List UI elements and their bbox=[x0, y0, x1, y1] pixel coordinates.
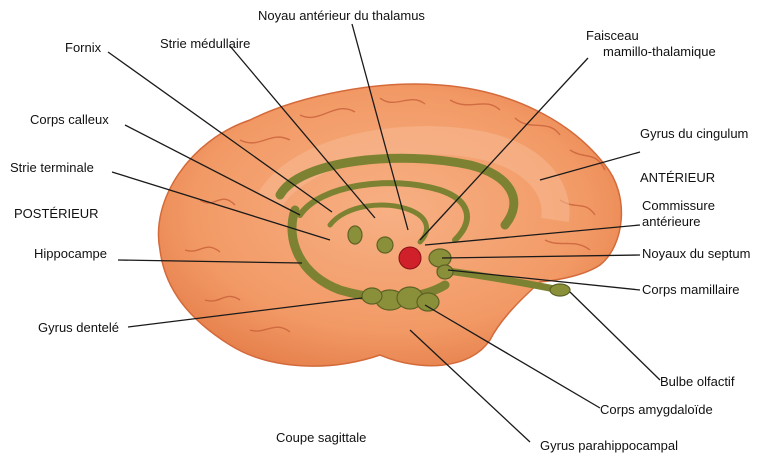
label-bulbe-olfactif: Bulbe olfactif bbox=[660, 374, 734, 389]
label-commissure-line2: antérieure bbox=[642, 214, 701, 229]
label-corps-amygdaloide: Corps amygdaloïde bbox=[600, 402, 713, 417]
label-faisceau-line1: Faisceau bbox=[586, 28, 639, 43]
label-gyrus-parahippocampal: Gyrus parahippocampal bbox=[540, 438, 678, 453]
label-gyrus-cingulum: Gyrus du cingulum bbox=[640, 126, 748, 141]
label-corps-calleux: Corps calleux bbox=[30, 112, 109, 127]
label-anterieur: ANTÉRIEUR bbox=[640, 170, 715, 185]
cortex-hemisphere bbox=[158, 84, 621, 366]
label-faisceau-line2: mamillo-thalamique bbox=[603, 44, 716, 59]
label-posterieur: POSTÉRIEUR bbox=[14, 206, 99, 221]
label-corps-mamillaire: Corps mamillaire bbox=[642, 282, 740, 297]
label-noyaux-septum: Noyaux du septum bbox=[642, 246, 750, 261]
label-strie-terminale: Strie terminale bbox=[10, 160, 94, 175]
label-strie-medullaire: Strie médullaire bbox=[160, 36, 250, 51]
anterior-thalamic-nucleus bbox=[399, 247, 421, 269]
label-commissure-line1: Commissure bbox=[642, 198, 715, 213]
label-noyau-anterieur: Noyau antérieur du thalamus bbox=[258, 8, 425, 23]
label-gyrus-dentele: Gyrus dentelé bbox=[38, 320, 119, 335]
label-fornix: Fornix bbox=[65, 40, 101, 55]
label-coupe-sagittale: Coupe sagittale bbox=[276, 430, 366, 445]
label-hippocampe: Hippocampe bbox=[34, 246, 107, 261]
